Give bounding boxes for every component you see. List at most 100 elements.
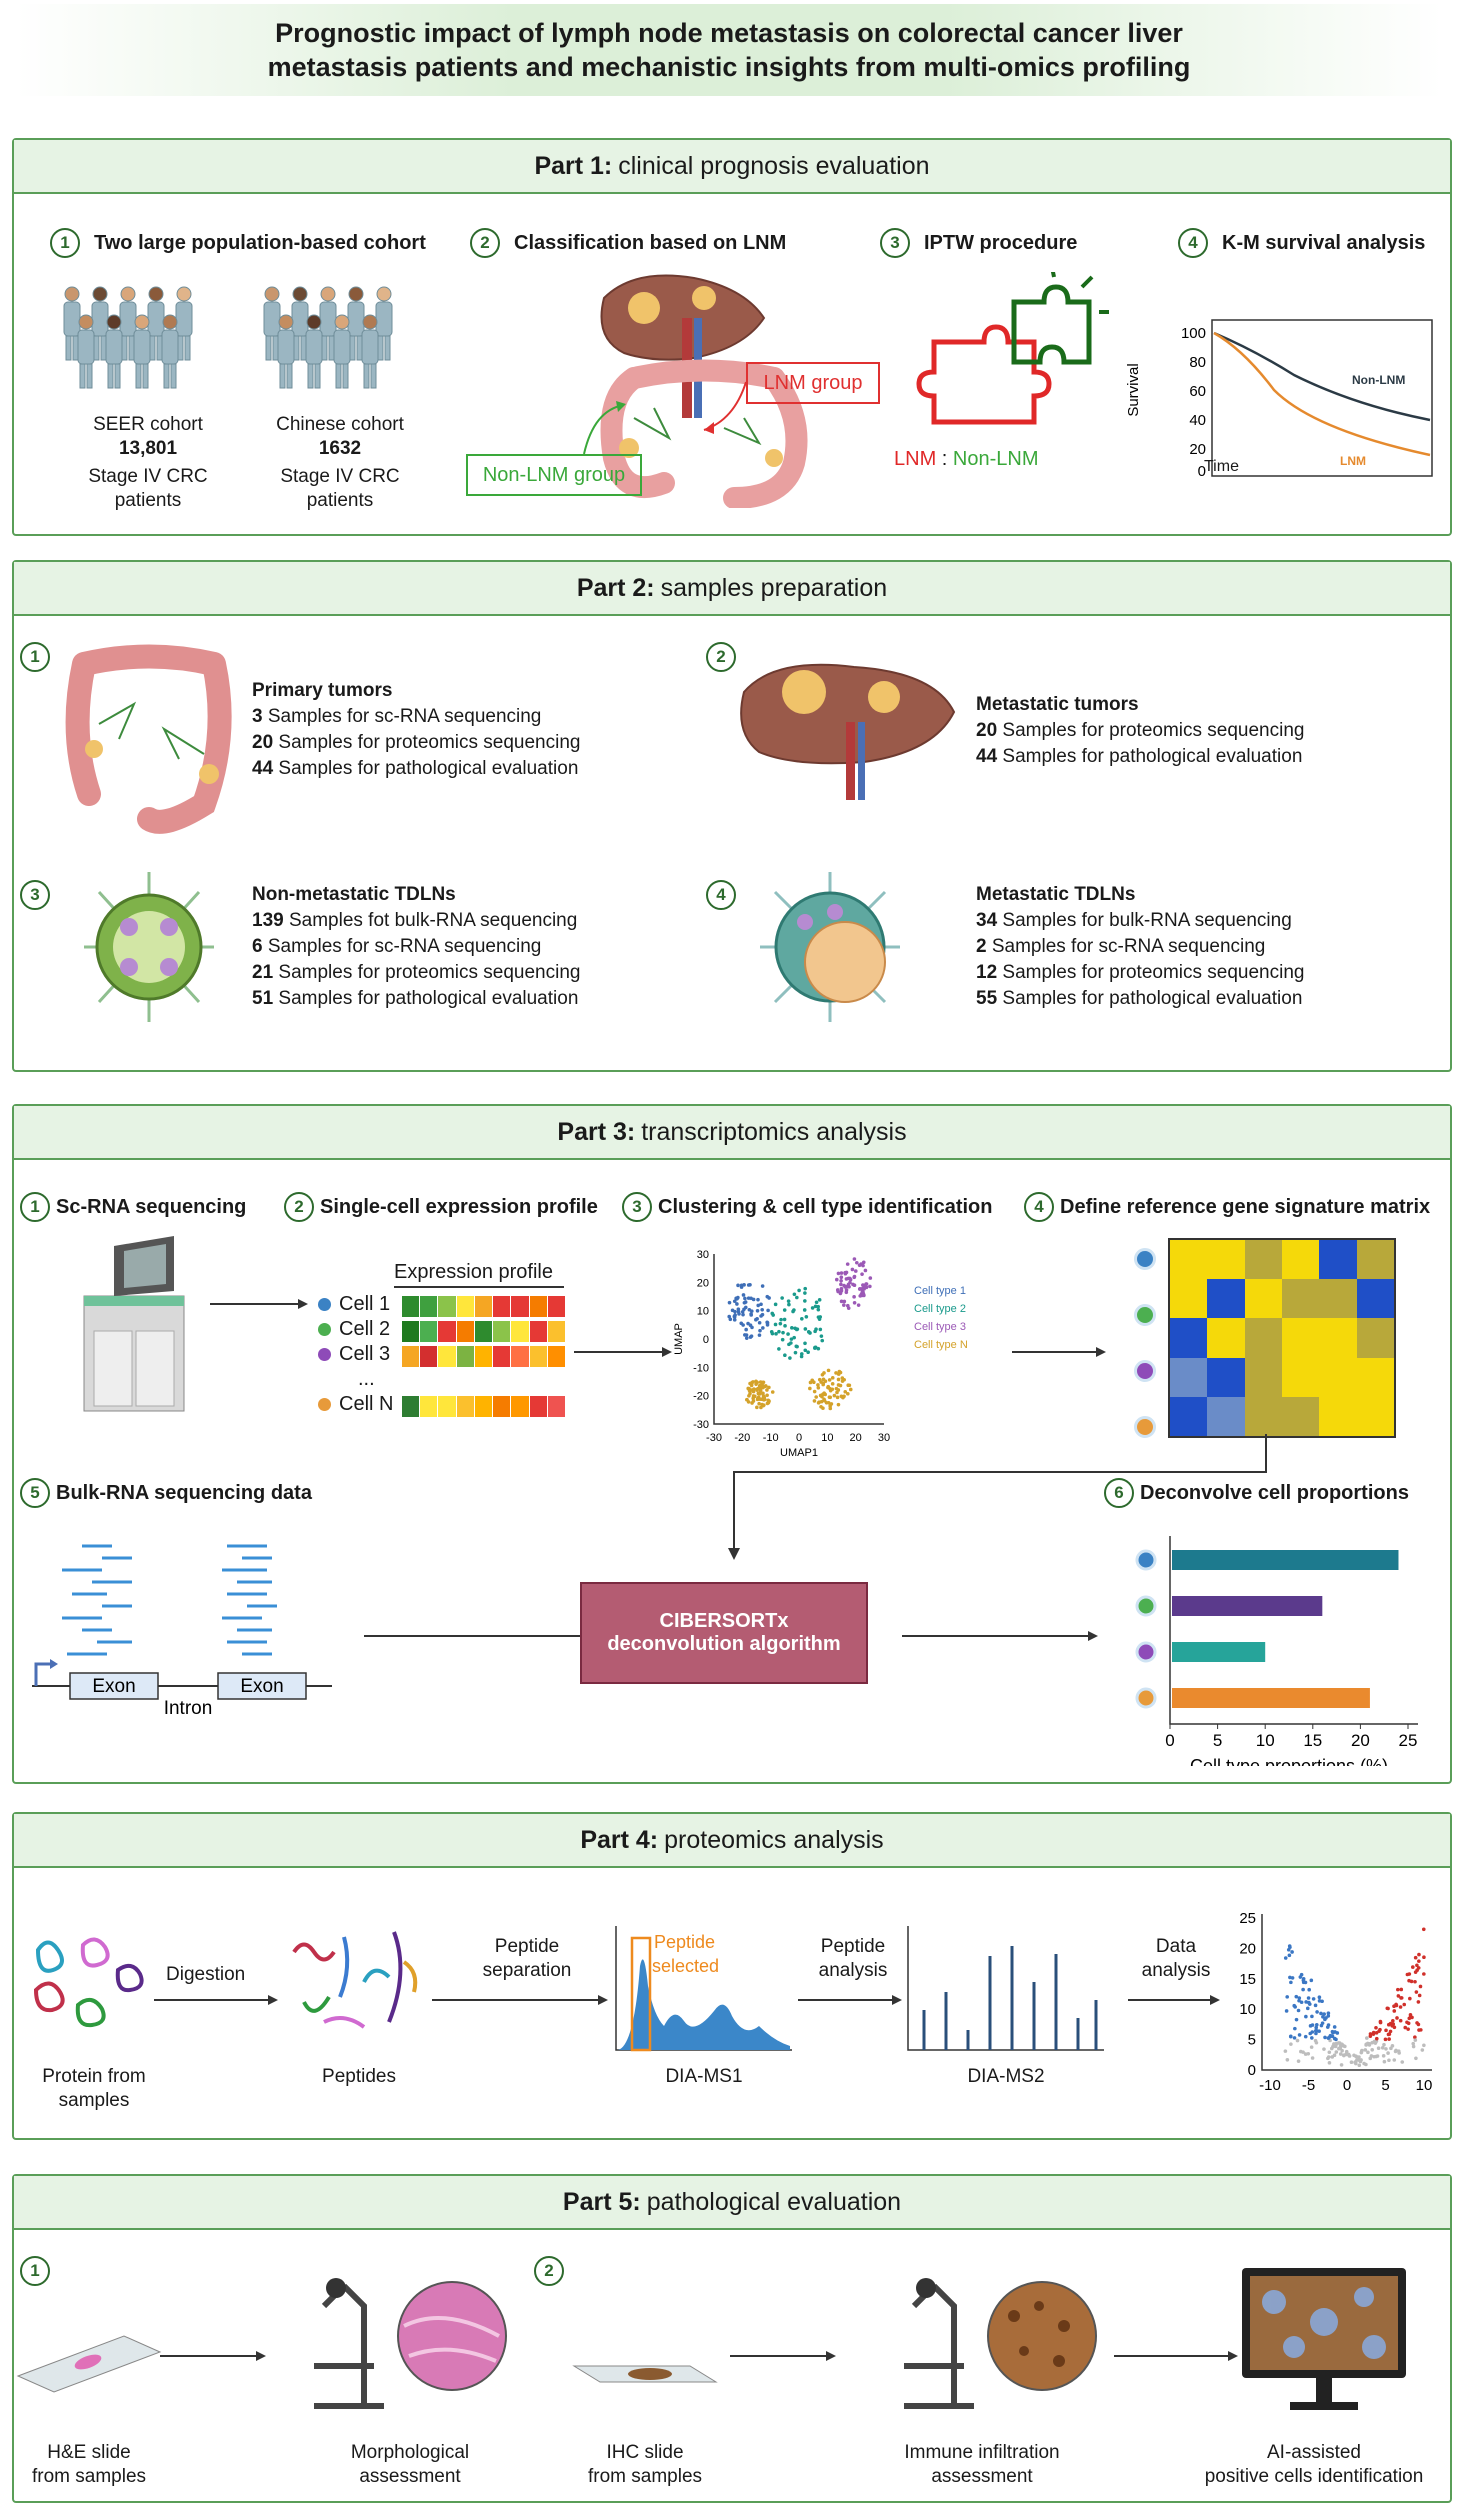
heatmap-cell [456, 1346, 475, 1367]
volcano-ytick: 10 [1239, 2001, 1256, 2018]
arrow-ihc [730, 2351, 836, 2361]
computer-monitor-icon [1242, 2268, 1406, 2410]
heatmap-cell [547, 1396, 566, 1417]
part3-header: Part 3: transcriptomics analysis [14, 1106, 1450, 1160]
volcano-point [1283, 2049, 1288, 2053]
volcano-point [1359, 2049, 1364, 2054]
umap-point [792, 1335, 796, 1340]
p3-step-1-number: 1 [20, 1192, 50, 1222]
umap-point [810, 1306, 815, 1310]
umap-point [814, 1327, 818, 1331]
umap-point [812, 1389, 817, 1394]
p3-step-6-label: Deconvolve cell proportions [1140, 1482, 1409, 1504]
umap-point [839, 1278, 843, 1283]
part5-head-rest: pathological evaluation [646, 2187, 902, 2216]
umap-point [758, 1328, 762, 1333]
matrix-cell [1207, 1279, 1245, 1319]
umap-point [754, 1317, 758, 1322]
heatmap-cell [474, 1321, 494, 1342]
seer-cohort-desc1: Stage IV CRC [88, 466, 208, 487]
volcano-point [1307, 1987, 1311, 1992]
volcano-point [1402, 2002, 1407, 2007]
expression-heatmap [402, 1296, 566, 1421]
volcano-point [1368, 2056, 1373, 2061]
cell-type-dot-icon [1134, 1360, 1156, 1382]
km-ylabel: Survival [1125, 363, 1142, 416]
peptide-analysis-1: Peptide [820, 1936, 886, 1957]
umap-point [773, 1302, 778, 1307]
umap-point [826, 1368, 831, 1373]
seer-cohort-count: 13,801 [118, 438, 178, 459]
volcano-point [1397, 2051, 1401, 2055]
p2-step-3-number: 3 [20, 880, 50, 910]
matrix-cell [1244, 1240, 1282, 1280]
umap-point [818, 1315, 823, 1319]
umap-point [747, 1386, 751, 1391]
p3-step-4-label: Define reference gene signature matrix [1060, 1196, 1431, 1218]
umap-point [746, 1283, 751, 1287]
volcano-point [1422, 2043, 1426, 2048]
umap-ytick: 20 [697, 1277, 709, 1289]
umap-point [852, 1295, 856, 1299]
volcano-point [1288, 1975, 1292, 1980]
volcano-point [1408, 1996, 1412, 2001]
volcano-point [1340, 2048, 1344, 2053]
p3-step-5-label: Bulk-RNA sequencing data [56, 1482, 312, 1504]
heatmap-cell [420, 1321, 439, 1342]
heatmap-cell [493, 1396, 512, 1417]
matrix-cell [1319, 1357, 1357, 1397]
umap-point [861, 1292, 866, 1297]
puzzle-icon [916, 272, 1109, 425]
volcano-point [1409, 1979, 1414, 1984]
volcano-point [1405, 2020, 1409, 2025]
umap-point [844, 1290, 849, 1295]
part2-head-rest: samples preparation [660, 573, 888, 602]
dia-ms2-label: DIA-MS2 [967, 2066, 1045, 2087]
umap-point [754, 1382, 758, 1386]
umap-point [736, 1283, 740, 1288]
umap-point [846, 1282, 851, 1287]
matrix-cell [1207, 1396, 1245, 1436]
liver-colon-illustration [600, 274, 808, 508]
bar-xtick-label: 20 [1351, 1731, 1370, 1750]
umap-point [861, 1260, 866, 1265]
umap-point [846, 1276, 851, 1281]
volcano-point [1293, 2026, 1297, 2031]
part4-head-bold: Part 4: [580, 1825, 659, 1854]
umap-point [789, 1337, 794, 1341]
matrix-cell [1281, 1240, 1320, 1280]
volcano-point [1413, 2038, 1418, 2042]
volcano-point [1328, 2033, 1333, 2038]
umap-point [868, 1276, 873, 1280]
heatmap-cell [438, 1396, 457, 1417]
heatmap-cell [420, 1396, 439, 1417]
umap-point [779, 1317, 783, 1322]
km-ytick: 0 [1198, 463, 1206, 480]
heatmap-cell [402, 1346, 421, 1367]
umap-point [821, 1381, 826, 1386]
p3-step-1-label: Sc-RNA sequencing [56, 1196, 247, 1218]
matrix-cell [1244, 1396, 1282, 1436]
volcano-point [1339, 2063, 1344, 2067]
matrix-cell [1356, 1279, 1394, 1319]
he-magnify-dot [352, 2346, 372, 2366]
umap-point [757, 1333, 762, 1337]
microscope-he-icon [314, 2278, 507, 2409]
volcano-point [1294, 1994, 1299, 1999]
volcano-point [1411, 2041, 1416, 2046]
umap-point [743, 1296, 747, 1301]
umap-point [765, 1393, 769, 1398]
heatmap-cell [511, 1396, 530, 1417]
p2-block-3-row-1: 139 Samples fot bulk-RNA sequencing [252, 910, 578, 931]
umap-point [742, 1283, 746, 1287]
umap-point [759, 1405, 763, 1410]
heatmap-cell [493, 1346, 512, 1367]
volcano-point [1307, 2000, 1311, 2005]
umap-point [842, 1303, 846, 1307]
umap-point [803, 1348, 808, 1353]
arrow-digestion [154, 1995, 278, 2005]
volcano-point [1284, 2009, 1289, 2013]
umap-ylabel: UMAP [674, 1323, 685, 1355]
umap-point [742, 1301, 747, 1305]
p2-block-2-row-2: 44 Samples for pathological evaluation [976, 746, 1303, 767]
